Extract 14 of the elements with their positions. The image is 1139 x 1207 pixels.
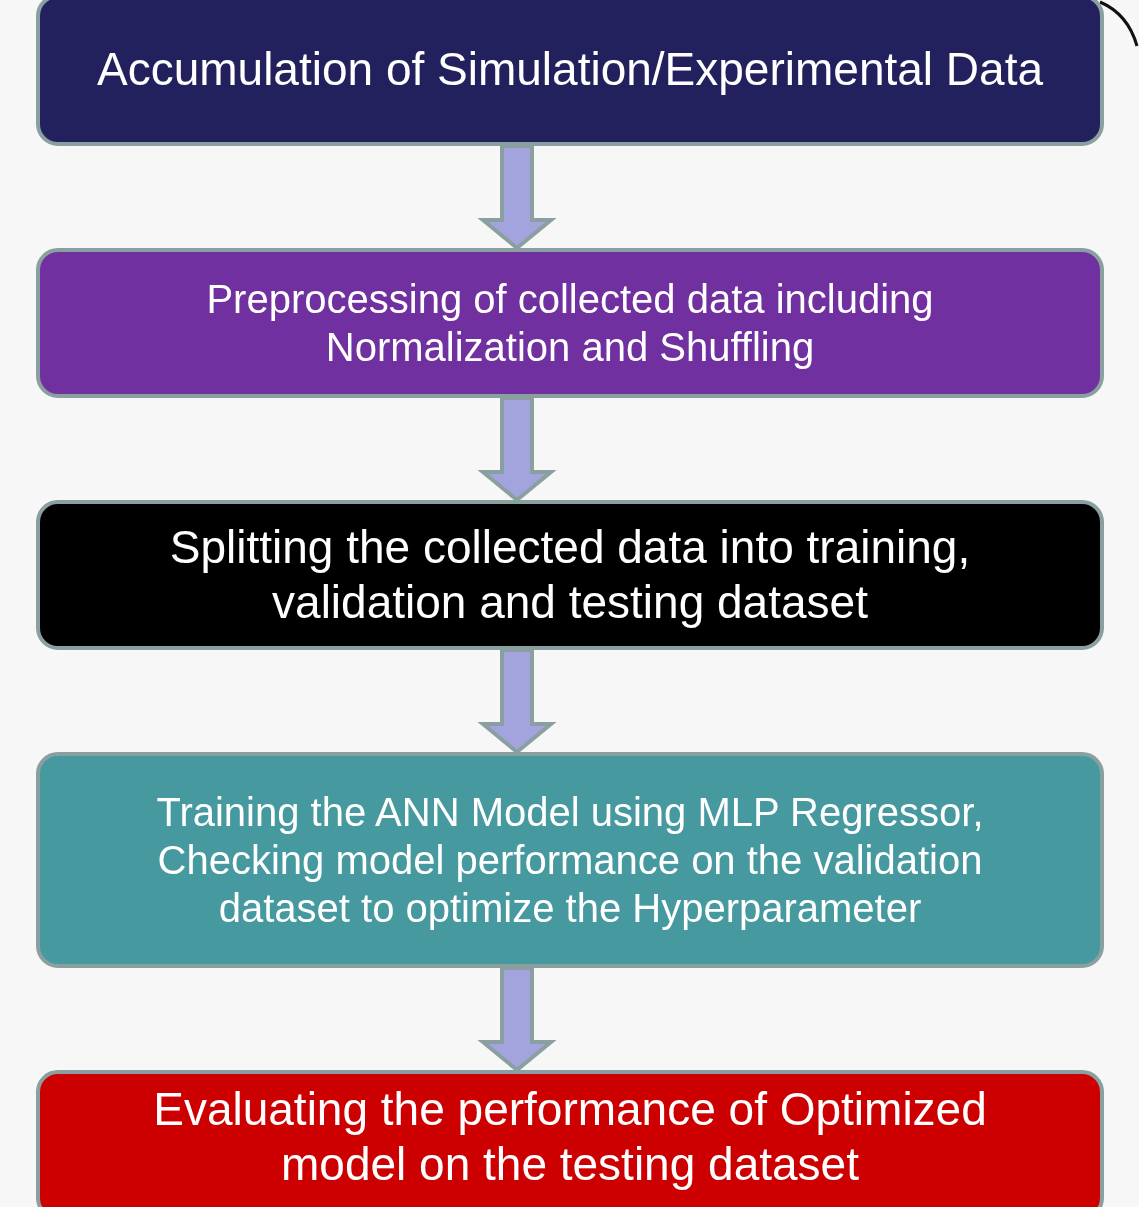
process-box [36,248,1104,398]
step-text: Splitting the collected data into training, validation and testing dataset [168,519,972,630]
step-text: Accumulation of Simulation/Experimental Data [97,42,1043,98]
block-arrow [477,396,557,503]
process-box [36,1070,1104,1207]
block-arrow [477,144,557,251]
process-box [36,752,1104,968]
block-arrow [477,648,557,755]
step-text: Training the ANN Model using MLP Regressor, Checking model performance on the validation dataset to optimize the Hyperparameter [155,789,985,932]
step-text: Preprocessing of collected data including Normalization and Shuffling [205,276,935,371]
process-box [36,0,1104,146]
block-arrow [477,966,557,1073]
process-box [36,500,1104,650]
step-text: Evaluating the performance of Optimized model on the testing dataset [152,1081,988,1192]
